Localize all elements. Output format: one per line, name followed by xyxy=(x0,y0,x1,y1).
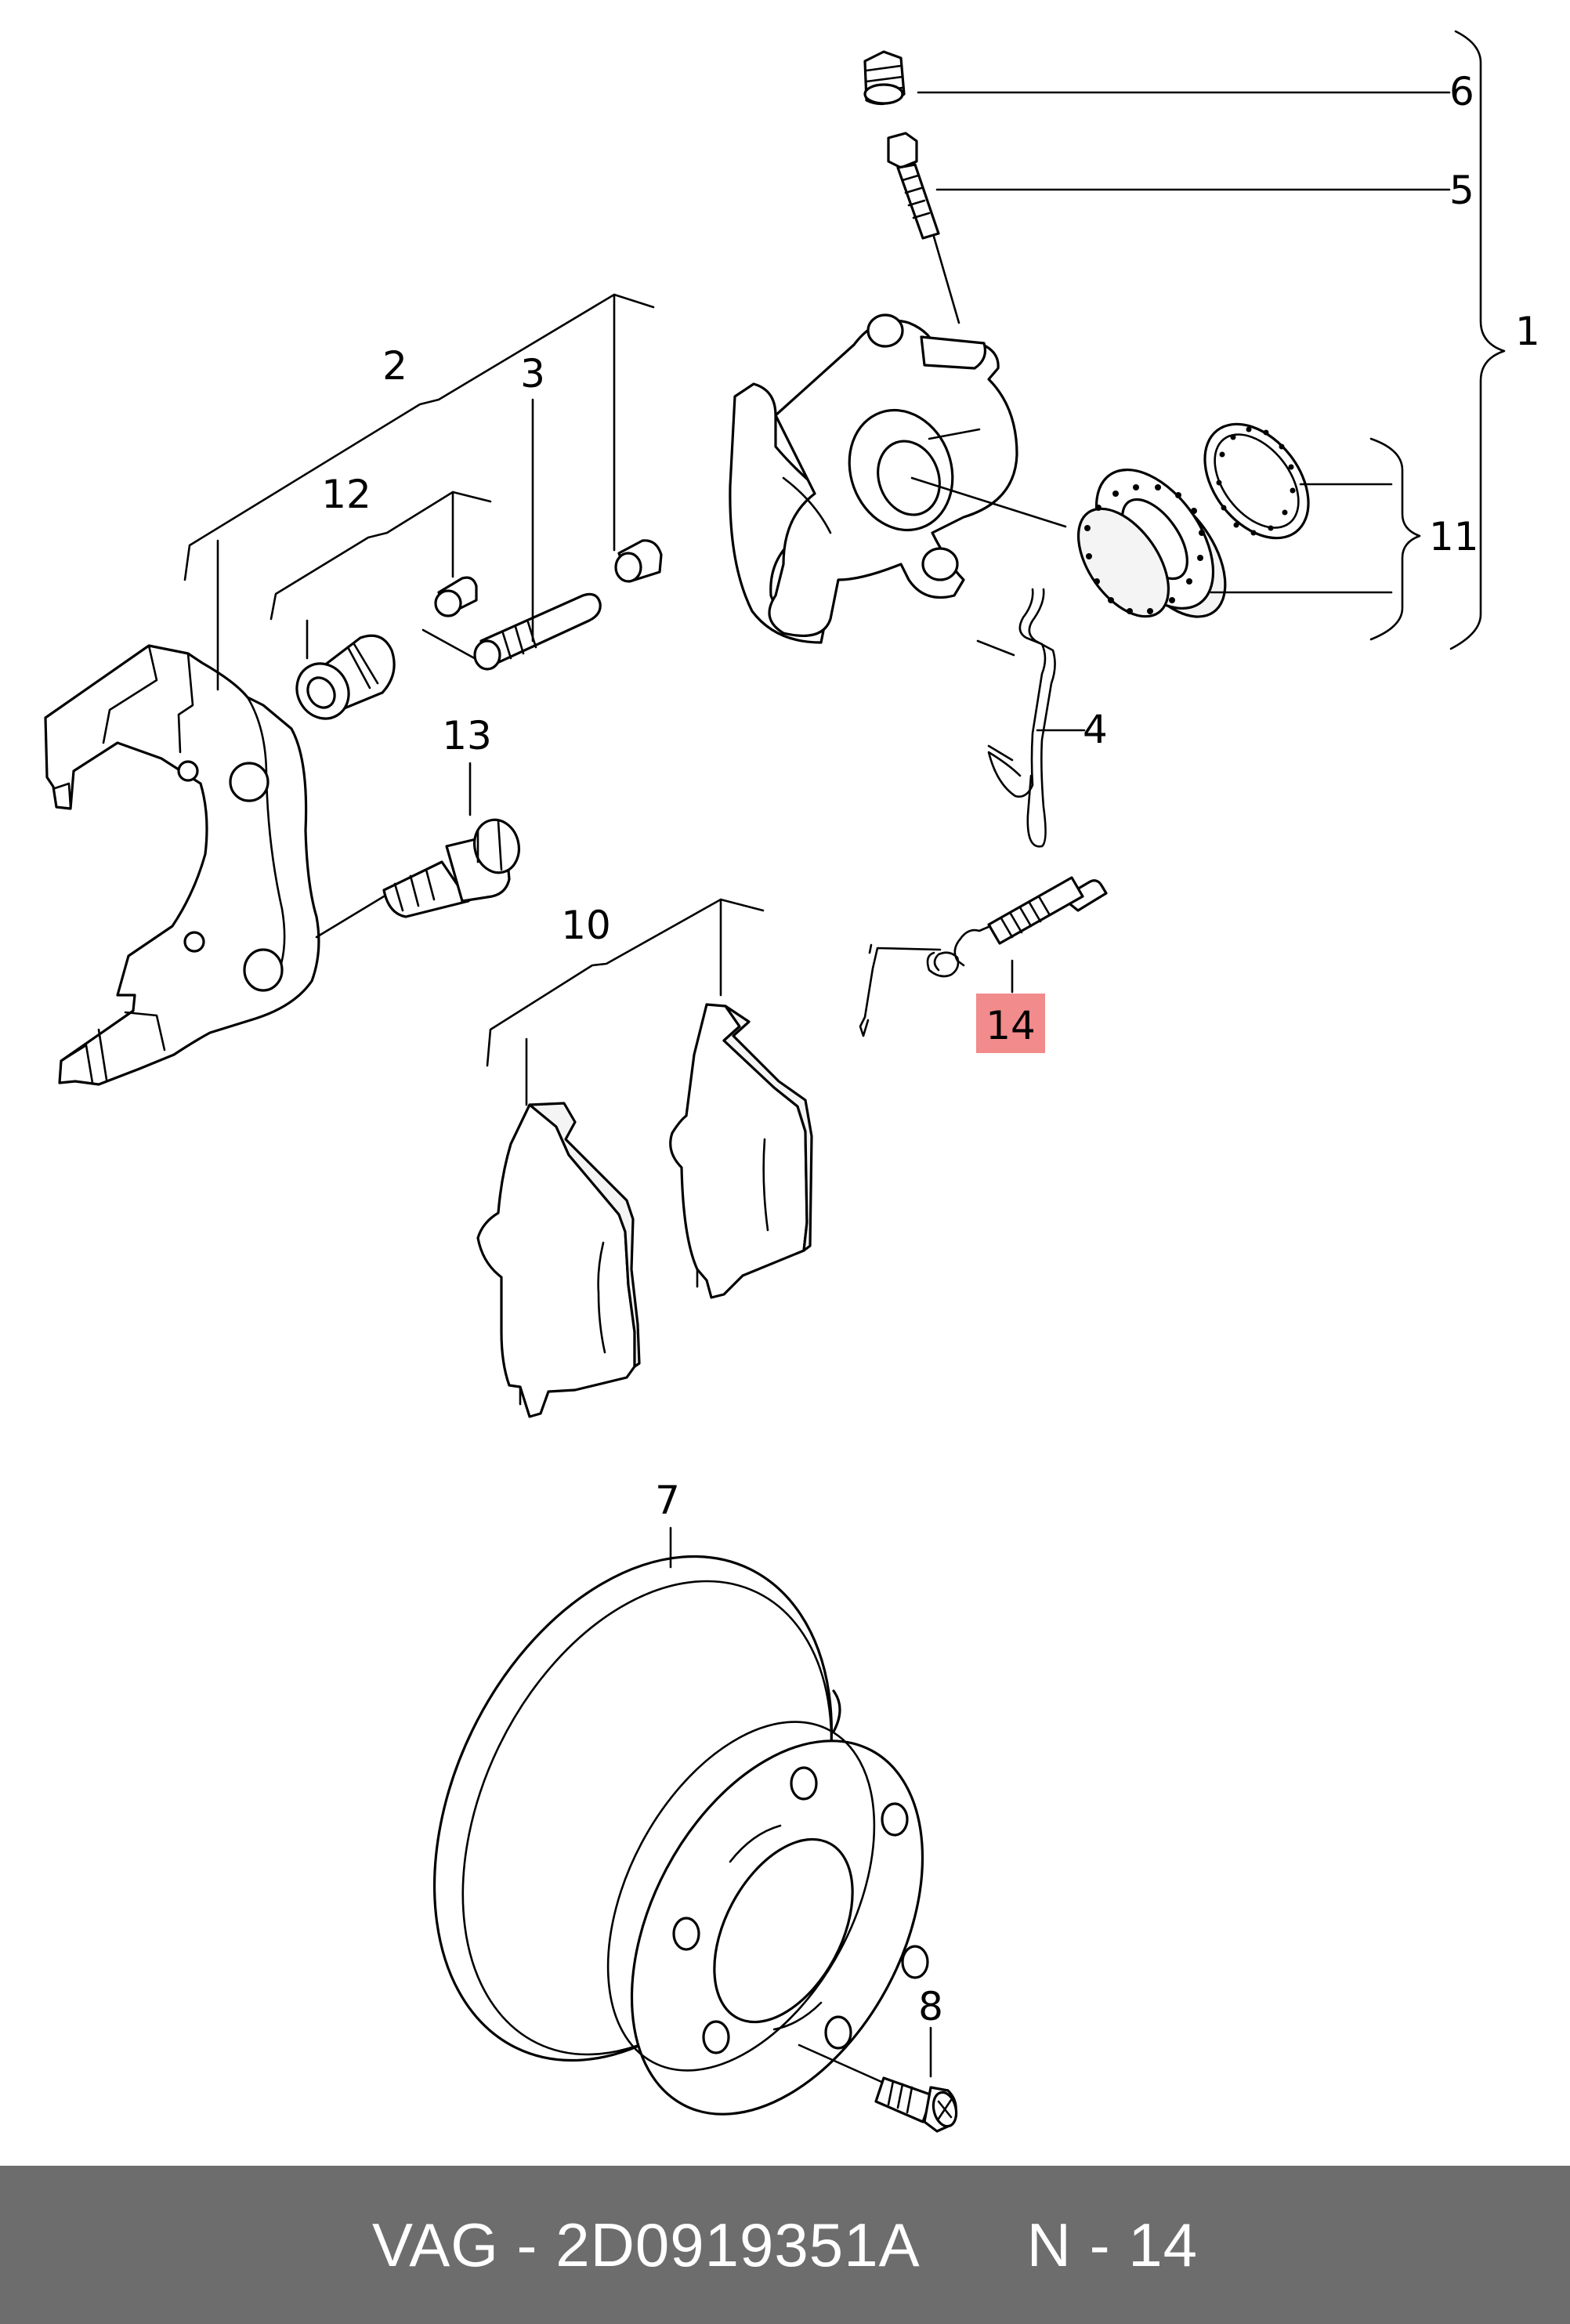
callout-12: 12 xyxy=(321,472,371,517)
brake-parts-diagram: 1 11 xyxy=(44,30,1540,2133)
bleed-cap-part-6 xyxy=(863,50,1451,106)
callout-5: 5 xyxy=(1449,168,1474,213)
callout-11: 11 xyxy=(1429,514,1479,559)
guide-pin-part-3: 3 xyxy=(473,351,663,671)
bolt-part-13: 13 xyxy=(315,713,520,939)
callout-4: 4 xyxy=(1083,707,1108,752)
disc-screw-part-8: 8 xyxy=(798,1984,958,2133)
spring-clip-part-4: 4 xyxy=(976,588,1108,848)
piston-seal-part-11 xyxy=(1076,422,1393,618)
wear-sensor-part-14: 14 xyxy=(859,876,1108,1053)
footer-gap xyxy=(921,2210,1027,2281)
callout-3: 3 xyxy=(520,351,545,396)
bleed-screw-part-5 xyxy=(887,132,1451,324)
callout-8: 8 xyxy=(918,1984,943,2029)
bracket-1: 1 xyxy=(1449,30,1540,650)
bracket-2: 2 xyxy=(183,293,655,691)
brake-pads-part-10: 10 xyxy=(476,898,813,1418)
part-number-label: VAG - 2D0919351A xyxy=(371,2210,921,2279)
reference-label: N - 14 xyxy=(1026,2210,1199,2279)
callout-1: 1 xyxy=(1515,309,1540,354)
caliper-carrier-part-2 xyxy=(44,644,320,1086)
callout-10: 10 xyxy=(561,903,611,948)
guide-bush-part-12 xyxy=(295,576,487,720)
callout-14-highlight xyxy=(976,994,1045,1053)
callout-2: 2 xyxy=(382,343,407,389)
brake-caliper-part-1 xyxy=(729,313,1067,644)
callout-7: 7 xyxy=(655,1478,680,1523)
callout-13: 13 xyxy=(442,713,492,758)
part-number-footer: VAG - 2D0919351A N - 14 xyxy=(0,2166,1570,2324)
bracket-12: 12 xyxy=(270,472,492,660)
callout-6: 6 xyxy=(1449,69,1474,114)
bracket-11: 11 xyxy=(1369,437,1479,641)
callout-14: 14 xyxy=(986,1003,1036,1048)
brake-disc-part-7: 7 xyxy=(433,1478,929,2116)
